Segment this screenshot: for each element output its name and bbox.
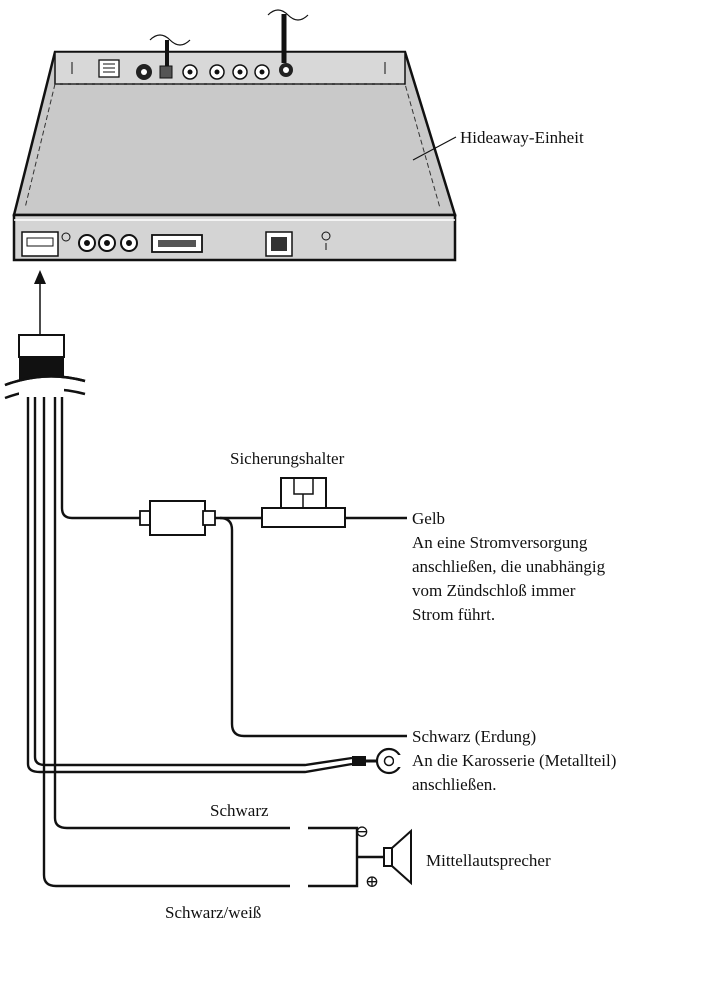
- unit-label: Hideaway-Einheit: [460, 128, 584, 147]
- harness-plug: [4, 334, 86, 400]
- wires: [26, 397, 407, 888]
- arrow-up-icon: [34, 270, 46, 284]
- fuse-holder-label: Sicherungshalter: [230, 449, 345, 468]
- ring-terminal-icon: [352, 747, 404, 775]
- hideaway-unit: [12, 9, 457, 262]
- minus-symbol: ⊖: [355, 822, 369, 841]
- plus-symbol: ⊕: [365, 872, 379, 891]
- yellow-desc-line-4: Strom führt.: [412, 605, 495, 624]
- ground-desc-line-2: anschließen.: [412, 775, 497, 794]
- ground-desc-line-1: An die Karosserie (Metallteil): [412, 751, 616, 770]
- speaker-icon: [383, 828, 412, 886]
- speaker-label: Mittellautsprecher: [426, 851, 551, 870]
- yellow-desc-line-1: An eine Stromversorgung: [412, 533, 588, 552]
- yellow-desc-line-2: anschließen, die unabhängig: [412, 557, 606, 576]
- ground-wire-label: Schwarz (Erdung): [412, 727, 536, 746]
- black-wire-label: Schwarz: [210, 801, 269, 820]
- black-white-wire-label: Schwarz/weiß: [165, 903, 261, 922]
- yellow-desc-line-3: vom Zündschloß immer: [412, 581, 576, 600]
- yellow-wire-label: Gelb: [412, 509, 445, 528]
- fuse-holder-icon: [261, 477, 346, 528]
